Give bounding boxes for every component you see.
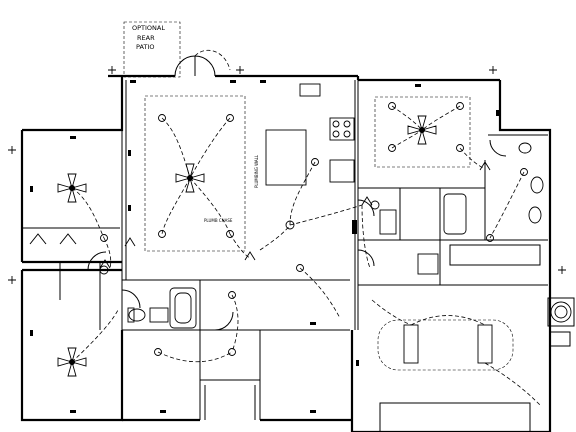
ceiling-outlines: [144, 95, 514, 371]
exterior-lights: [8, 66, 566, 284]
exterior-walls: [20, 74, 552, 432]
fluorescent-light: [477, 324, 493, 364]
outlet-icon: [128, 205, 131, 211]
chase-note: PLUMB CHASE: [204, 218, 233, 223]
outlets: [30, 80, 499, 413]
rear-patio: OPTIONAL REAR PATIO: [123, 21, 181, 78]
toilet-hall: [128, 308, 146, 322]
recessed-light-icon: [154, 348, 162, 356]
outlet-icon: [70, 136, 76, 139]
recessed-light-icon: [486, 234, 494, 242]
outlet-icon: [130, 80, 136, 83]
recessed-light-icon: [296, 264, 304, 272]
switch-icon: [99, 259, 111, 269]
plumbing-fixtures: PLUMBING WALL PLUMB CHASE: [127, 83, 544, 329]
wiring-runs: [71, 49, 541, 406]
recessed-light-icon: [388, 144, 396, 152]
ceiling-fans: [57, 115, 437, 377]
exterior-light-icon: [8, 276, 16, 284]
patio-label-optional: OPTIONAL: [132, 24, 165, 32]
recessed-light-icon: [226, 114, 234, 122]
recessed-light-icon: [226, 230, 234, 238]
outlet-icon: [356, 360, 359, 366]
outlet-icon: [415, 84, 421, 87]
smoke-detector-icon: [285, 220, 295, 230]
outlet-icon: [30, 186, 33, 192]
switches: [99, 161, 491, 269]
outlet-icon: [160, 410, 166, 413]
fluorescent-light: [403, 324, 419, 364]
smoke-detectors: [99, 200, 380, 275]
exterior-light-icon: [489, 66, 497, 74]
master-sink-2: [528, 206, 542, 224]
patio-label-patio: PATIO: [136, 43, 154, 51]
interior-walls: [22, 76, 548, 420]
switch-icon: [361, 196, 373, 206]
bathtub-master: [443, 193, 467, 235]
recessed-light-icon: [456, 102, 464, 110]
outlet-icon: [496, 110, 499, 116]
laundry-sink: [379, 209, 397, 235]
outlet-icon: [260, 80, 266, 83]
hvac-condenser-icon: [547, 297, 575, 347]
refrigerator: [329, 159, 355, 183]
recessed-light-icon: [228, 291, 236, 299]
smoke-detector-icon: [99, 265, 109, 275]
exterior-light-icon: [236, 66, 244, 74]
recessed-light-icon: [158, 114, 166, 122]
outlet-icon: [30, 330, 33, 336]
switch-icon: [124, 237, 136, 247]
recessed-light-icon: [228, 348, 236, 356]
outlet-icon: [310, 410, 316, 413]
recessed-light-icon: [520, 168, 528, 176]
water-heater: [417, 253, 439, 275]
recessed-light-icon: [311, 158, 319, 166]
toilet-master: [518, 142, 532, 154]
switch-icon: [244, 251, 256, 261]
bathtub-hall: [169, 287, 197, 329]
outlet-icon: [230, 80, 236, 83]
garage-fixtures: [379, 324, 531, 432]
range: [329, 117, 355, 141]
exterior-light-icon: [8, 146, 16, 154]
kitchen-island: [265, 129, 307, 186]
exterior-light-icon: [108, 66, 116, 74]
outlet-icon: [128, 150, 131, 156]
master-sink-1: [530, 176, 544, 194]
smoke-detector-icon: [370, 200, 380, 210]
kitchen-sink: [299, 83, 321, 97]
recessed-lights: [100, 102, 528, 356]
recessed-light-icon: [456, 144, 464, 152]
exterior-light-icon: [558, 266, 566, 274]
recessed-light-icon: [100, 234, 108, 242]
outlet-icon: [310, 322, 316, 325]
patio-label-rear: REAR: [137, 34, 155, 42]
island-note: PLUMBING WALL: [254, 154, 259, 188]
recessed-light-icon: [158, 230, 166, 238]
electrical-panel: [352, 220, 357, 234]
recessed-light-icon: [388, 102, 396, 110]
doors: [29, 55, 507, 420]
outlet-icon: [70, 410, 76, 413]
